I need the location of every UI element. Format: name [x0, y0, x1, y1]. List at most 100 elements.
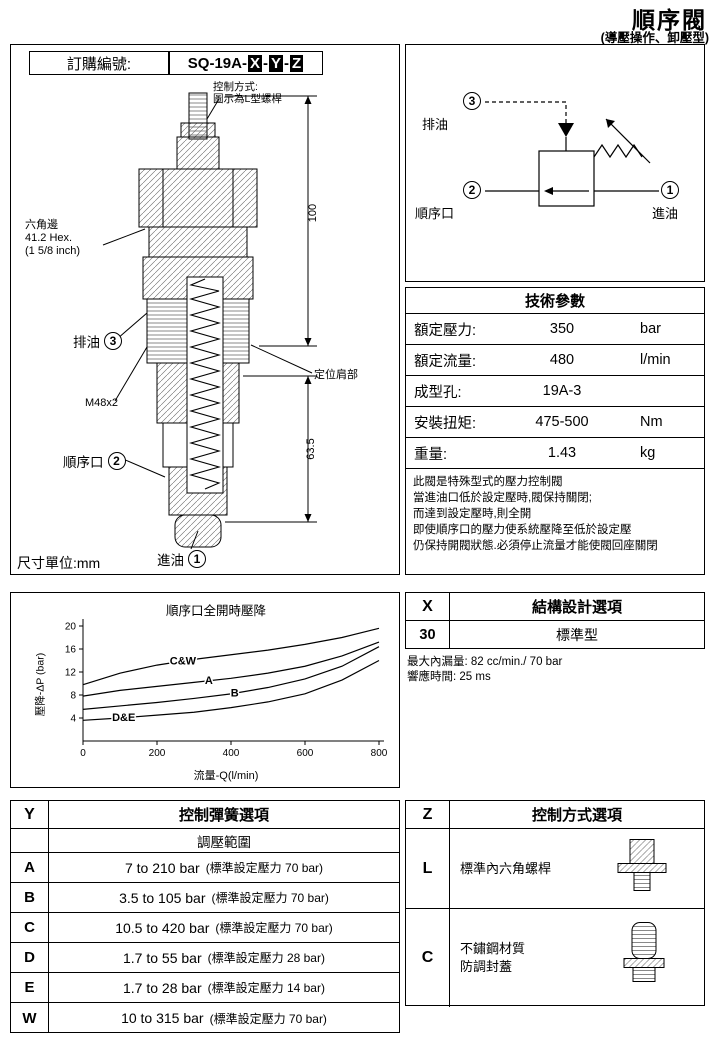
- dimension-100: 100: [307, 203, 319, 223]
- svg-text:800: 800: [371, 748, 388, 759]
- option-x-code: X: [406, 593, 450, 620]
- row-note: (標準設定壓力 70 bar): [205, 861, 324, 875]
- hydraulic-symbol-drawing: [485, 101, 659, 207]
- row-code: C: [406, 909, 450, 1007]
- option-y-code: Y: [11, 801, 49, 828]
- row-code: D: [11, 943, 49, 972]
- schematic-port-2-badge: 2: [463, 181, 481, 199]
- spring-option-row-c: C 10.5 to 420 bar (標準設定壓力 70 bar): [11, 913, 399, 943]
- row-code: A: [11, 853, 49, 882]
- spec-row-cavity: 成型孔: 19A-3: [406, 376, 704, 407]
- svg-text:16: 16: [65, 645, 77, 656]
- spec-unit: bar: [640, 321, 661, 337]
- row-range: 1.7 to 55 bar: [123, 949, 202, 966]
- option-z-title: 控制方式選項: [531, 807, 622, 824]
- option-y-title: 控制彈簧選項: [178, 807, 269, 824]
- row-note: (標準設定壓力 14 bar): [207, 981, 325, 995]
- svg-text:4: 4: [70, 714, 76, 725]
- svg-text:B: B: [231, 688, 239, 700]
- order-code-prefix: SQ-19A-: [187, 54, 247, 72]
- design-options-header: X 結構設計選項: [406, 593, 704, 621]
- locating-shoulder-label: 定位肩部: [314, 369, 358, 381]
- option-x-row-code: 30: [406, 621, 450, 649]
- spec-unit: kg: [640, 445, 656, 461]
- option-z-code: Z: [406, 801, 450, 828]
- row-range: 3.5 to 105 bar: [119, 889, 206, 906]
- svg-text:0: 0: [80, 748, 86, 759]
- spec-label: 重量:: [414, 446, 448, 463]
- row-note: (標準設定壓力 70 bar): [209, 1011, 327, 1026]
- design-option-row: 30 標準型: [406, 621, 704, 649]
- spec-row-torque: 安裝扭矩: 475-500 Nm: [406, 407, 704, 438]
- order-code-sep1: -: [263, 54, 268, 72]
- spec-row-weight: 重量: 1.43 kg: [406, 438, 704, 469]
- svg-text:12: 12: [65, 668, 77, 679]
- schematic-inlet-label: 進油: [652, 206, 679, 221]
- spec-value: 350: [549, 321, 575, 337]
- leakage-note: 最大內漏量: 82 cc/min./ 70 bar: [407, 656, 563, 668]
- spec-value: 475-500: [535, 414, 589, 430]
- schematic-drain-label: 排油: [422, 117, 449, 132]
- row-note: (標準設定壓力 70 bar): [215, 921, 333, 935]
- schematic-port-3-badge: 3: [463, 92, 481, 110]
- spec-value: 480: [549, 352, 575, 368]
- spring-option-row-a: A 7 to 210 bar (標準設定壓力 70 bar): [11, 853, 399, 883]
- spec-unit: Nm: [640, 414, 663, 430]
- spring-options-table: Y 控制彈簧選項 調壓範圍 A 7 to 210 bar (標準設定壓力 70 b…: [10, 800, 400, 1033]
- socket-screw-icon: [612, 837, 672, 900]
- dimension-63-5: 63.5: [305, 438, 317, 460]
- valve-cross-section-drawing: [102, 92, 317, 550]
- svg-text:600: 600: [297, 748, 314, 759]
- spec-row-flow: 額定流量: 480 l/min: [406, 345, 704, 376]
- spec-value: 19A-3: [542, 383, 582, 399]
- spring-options-header: Y 控制彈簧選項: [11, 801, 399, 829]
- specs-note: 此閥是特殊型式的壓力控制閥 當進油口低於設定壓時,閥保持關閉; 而達到設定壓時,…: [413, 476, 658, 552]
- order-code-sep2: -: [284, 54, 290, 72]
- hydraulic-symbol-section: 3 排油 2 順序口 1 進油: [405, 44, 705, 282]
- tamper-proof-cap-icon: [616, 921, 672, 996]
- thread-spec-label: M48x2: [85, 397, 119, 409]
- order-code-x: X: [247, 54, 262, 72]
- svg-text:20: 20: [65, 622, 77, 633]
- chart-x-axis-label: 流量-Q(l/min): [193, 770, 259, 782]
- spec-value: 1.43: [547, 445, 577, 461]
- order-code-y: Y: [269, 54, 284, 72]
- page-subtitle: (導壓操作、卸壓型): [600, 31, 709, 45]
- spec-label: 額定流量:: [414, 353, 477, 370]
- row-range: 1.7 to 28 bar: [123, 979, 202, 996]
- row-label: 不鏽鋼材質 防調封蓋: [460, 941, 526, 974]
- control-options-header: Z 控制方式選項: [406, 801, 704, 829]
- row-code: C: [11, 913, 49, 942]
- specs-title: 技術參數: [406, 288, 704, 314]
- subheader-spacer: [11, 829, 49, 852]
- port-1-badge: 1: [188, 550, 206, 568]
- port-2-badge: 2: [107, 452, 126, 470]
- row-note: (標準設定壓力 28 bar): [207, 951, 325, 965]
- row-note: (標準設定壓力 70 bar): [211, 891, 329, 905]
- schematic-sequence-label: 順序口: [415, 206, 455, 221]
- spec-row-pressure: 額定壓力: 350 bar: [406, 314, 704, 345]
- control-options-table: Z 控制方式選項 L 標準內六角螺桿: [405, 800, 705, 1007]
- row-range: 7 to 210 bar: [124, 859, 200, 876]
- spring-option-row-d: D 1.7 to 55 bar (標準設定壓力 28 bar): [11, 943, 399, 973]
- control-option-row-l: L 標準內六角螺桿: [406, 829, 704, 909]
- response-time-note: 響應時間: 25 ms: [407, 671, 491, 683]
- row-code: W: [11, 1003, 49, 1033]
- row-range: 10.5 to 420 bar: [115, 919, 210, 936]
- svg-text:400: 400: [223, 748, 240, 759]
- pressure-range-header: 調壓範圍: [197, 834, 251, 850]
- row-code: B: [11, 883, 49, 912]
- design-options-table: X 結構設計選項 30 標準型: [405, 592, 705, 649]
- hex-size-label: 六角邊 41.2 Hex. (1 5/8 inch): [25, 219, 81, 257]
- svg-text:C&W: C&W: [170, 656, 197, 668]
- option-x-row-label: 標準型: [556, 627, 598, 643]
- order-number-label: 訂購編號:: [29, 51, 169, 75]
- chart-title: 順序口全開時壓降: [165, 604, 266, 618]
- spring-option-row-w: W 10 to 315 bar(標準設定壓力 70 bar): [11, 1003, 399, 1033]
- row-code: L: [406, 829, 450, 908]
- dimension-unit-label: 尺寸單位:mm: [17, 555, 101, 571]
